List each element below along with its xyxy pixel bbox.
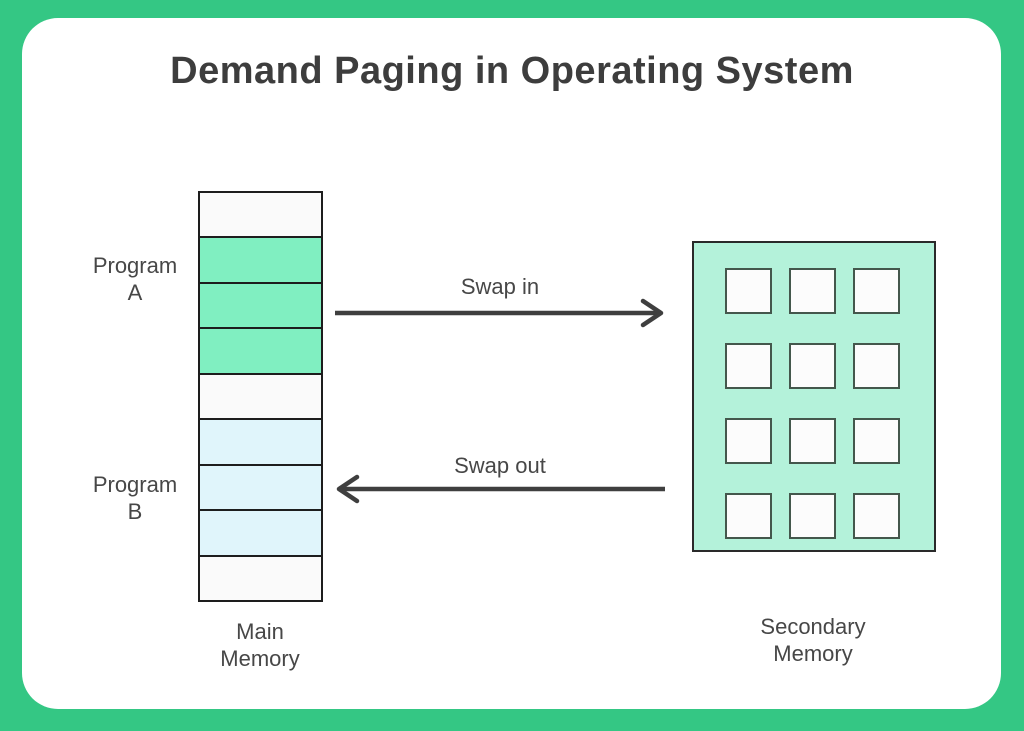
page-frame-square — [853, 418, 900, 464]
program-b-label: Program B — [60, 471, 210, 525]
program-b-label-line2: B — [127, 499, 143, 524]
main-memory-column — [198, 191, 323, 602]
memory-cell-program-a — [200, 238, 321, 284]
page-frame-square — [789, 493, 836, 539]
page-frame-square — [853, 268, 900, 314]
swap-out-label: Swap out — [454, 453, 546, 478]
secondary-memory-label-line1: Secondary — [760, 614, 866, 639]
page-frame-square — [725, 493, 772, 539]
page-frame-square — [789, 343, 836, 389]
main-memory-label-line2: Memory — [220, 646, 300, 671]
program-a-label-line1: Program — [92, 253, 178, 278]
memory-cell-program-a — [200, 283, 321, 330]
memory-cell-program-a — [200, 329, 321, 375]
main-memory-label-line1: Main — [236, 619, 284, 644]
secondary-memory-label: Secondary Memory — [713, 613, 913, 667]
secondary-memory-box — [692, 241, 936, 552]
page-frame-square — [789, 268, 836, 314]
secondary-memory-label-line2: Memory — [773, 641, 853, 666]
page-frame-square — [725, 418, 772, 464]
memory-cell-program-b — [200, 511, 321, 557]
page-frame-square — [853, 343, 900, 389]
page-frame-square — [725, 268, 772, 314]
memory-cell-free — [200, 193, 321, 239]
program-a-label-line2: A — [127, 280, 143, 305]
memory-cell-program-b — [200, 465, 321, 512]
memory-cell-free — [200, 374, 321, 421]
memory-cell-free — [200, 556, 321, 600]
swap-in-label: Swap in — [460, 274, 540, 299]
memory-cell-program-b — [200, 420, 321, 466]
main-memory-label: Main Memory — [185, 618, 335, 672]
program-b-label-line1: Program — [92, 472, 178, 497]
program-a-label: Program A — [60, 252, 210, 306]
page-frame-square — [725, 343, 772, 389]
secondary-memory-grid — [694, 243, 934, 539]
swap-in-arrow-icon — [335, 298, 664, 328]
swap-out-arrow-icon — [336, 474, 665, 504]
page-frame-square — [789, 418, 836, 464]
page-title: Demand Paging in Operating System — [170, 50, 854, 92]
page-frame-square — [853, 493, 900, 539]
